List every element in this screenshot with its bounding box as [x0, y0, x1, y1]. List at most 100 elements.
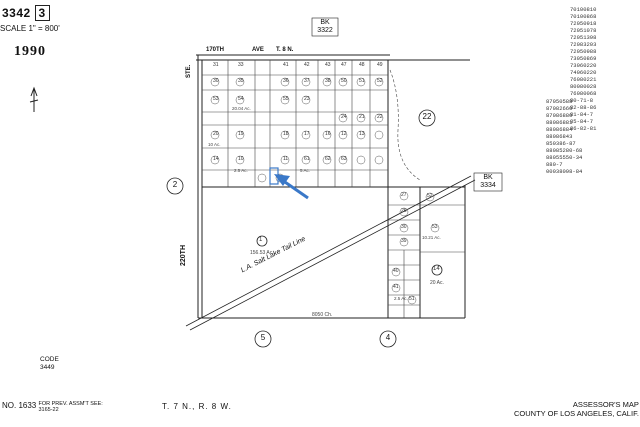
right-parcel-number: 52 — [427, 193, 433, 199]
revision-note: 70100810 — [570, 6, 597, 13]
parcel-number-14: 14 — [433, 266, 440, 272]
grid-parcel-number: 30 — [213, 78, 219, 84]
prev-assessment-block: FOR PREV. ASSM'T SEE: 3165-22 — [38, 401, 102, 413]
revision-note: 76080068 — [570, 90, 597, 97]
grid-parcel-number: 16 — [325, 131, 331, 137]
map-year: 1990 — [14, 44, 46, 59]
revision-note: 72083203 — [570, 41, 597, 48]
grid-parcel-number: 53 — [213, 96, 219, 102]
grid-acre-label: 2.5 Ac. — [234, 168, 248, 173]
bk-box-3322 — [311, 17, 339, 37]
revision-note: 88085280-68 — [546, 147, 583, 154]
grid-parcel-number: 37 — [304, 78, 310, 84]
revision-note: 73060220 — [570, 62, 597, 69]
grid-parcel-number: 61 — [304, 156, 310, 162]
grid-parcel-number: 63 — [341, 156, 347, 162]
grid-parcel-number: 21 — [359, 114, 365, 120]
grid-parcel-number: 31 — [213, 62, 219, 68]
grid-parcel-number: 33 — [238, 62, 244, 68]
right-parcel-number: 39 — [401, 238, 407, 244]
grid-parcel-number: 10 — [238, 156, 244, 162]
dashed-boundary-curve — [389, 69, 421, 181]
county-name: COUNTY OF LOS ANGELES, CALIF. — [514, 409, 639, 418]
book-number: 3342 — [2, 6, 31, 20]
grid-parcel-number: 62 — [325, 156, 331, 162]
area-code: CODE 3449 — [40, 356, 59, 372]
revision-note: 76080221 — [570, 76, 597, 83]
grid-parcel-number: 41 — [283, 62, 289, 68]
grid-parcel-number: 54 — [238, 96, 244, 102]
bk-box-3334 — [473, 172, 503, 192]
grid-parcel-number: 36 — [283, 78, 289, 84]
revision-note: 81-84-7 — [570, 111, 594, 118]
adjacent-book-number: 3322 — [317, 27, 333, 34]
road-label-ste: STE. — [186, 64, 192, 78]
parcel-circle-1 — [256, 235, 268, 247]
right-parcel-number: 30 — [401, 224, 407, 230]
revision-note: 72051398 — [570, 34, 597, 41]
revision-note: 850386-87 — [546, 140, 576, 147]
grid-acre-label: 10 Ac. — [208, 142, 221, 147]
revision-note: 88086884 — [546, 126, 573, 133]
revision-note: 87050588 — [546, 98, 573, 105]
revision-note: 880-7 — [546, 161, 563, 168]
right-parcel-number: 41 — [393, 284, 399, 290]
section-number-2: 2 — [172, 180, 178, 189]
grid-parcel-number: 19 — [238, 131, 244, 137]
area-code-label: CODE — [40, 356, 59, 363]
grid-parcel-number: 43 — [325, 62, 331, 68]
prev-assessment-ref: 3165-22 — [38, 407, 59, 413]
grid-parcel-number: 18 — [283, 131, 289, 137]
revision-note: 73050869 — [570, 55, 597, 62]
section-number-4: 4 — [385, 333, 391, 342]
grid-parcel-number: 42 — [304, 62, 310, 68]
section-circle-22 — [418, 109, 436, 127]
book-page-header: 3342 3 — [2, 5, 50, 21]
revision-note: 85-84-7 — [570, 118, 594, 125]
grid-parcel-number: 51 — [359, 78, 365, 84]
road-label-ave: AVE — [252, 47, 264, 53]
grid-acre-label: 5 Ac. — [300, 168, 311, 173]
revision-note: 87082660 — [546, 105, 573, 112]
grid-parcel-number: 35 — [238, 78, 244, 84]
revision-note: 88086843 — [546, 133, 573, 140]
section-number-5: 5 — [260, 333, 266, 342]
railroad-line — [185, 175, 476, 331]
adjacent-book-prefix: BK — [320, 19, 330, 26]
grid-parcel-number: 11 — [283, 156, 289, 162]
grid-parcel-number: 47 — [341, 62, 347, 68]
grid-parcel-number: 49 — [377, 62, 383, 68]
revision-note: 70100868 — [570, 13, 597, 20]
section-circle-2 — [166, 177, 184, 195]
revision-note: 87086880 — [546, 112, 573, 119]
revision-note: 72050918 — [570, 20, 597, 27]
grid-parcel-number: 52 — [377, 78, 383, 84]
revision-note: 88086881 — [546, 119, 573, 126]
grid-parcel-number: 22 — [377, 114, 383, 120]
parcel-circle-14 — [431, 264, 443, 276]
area-code-value: 3449 — [40, 364, 55, 371]
section-number-22: 22 — [422, 112, 432, 121]
prev-assessment-label: FOR PREV. ASSM'T SEE: — [38, 401, 103, 407]
road-label-t8n: T. 8 N. — [276, 47, 294, 53]
page-number: 3 — [34, 5, 50, 21]
revision-note: 72051078 — [570, 27, 597, 34]
map-number: NO. 1633 — [2, 401, 37, 410]
right-parcel-number: 53 — [432, 224, 438, 230]
revision-note: 00038098-84 — [546, 168, 583, 175]
location-pointer-arrow — [269, 167, 309, 200]
grid-parcel-number: 38 — [325, 78, 331, 84]
assessor-title-block: ASSESSOR'S MAP COUNTY OF LOS ANGELES, CA… — [514, 400, 639, 418]
grid-parcel-number: 50 — [341, 78, 347, 84]
assessor-title: ASSESSOR'S MAP — [572, 400, 639, 409]
revision-note: 80-71-8 — [570, 97, 594, 104]
revision-note: 80080028 — [570, 83, 597, 90]
section-circle-4 — [379, 330, 397, 348]
map-scale: SCALE 1" = 800' — [0, 24, 60, 33]
grid-parcel-number: 20 — [213, 131, 219, 137]
grid-parcel-number: 23 — [304, 96, 310, 102]
revision-note: 86-82-81 — [570, 125, 597, 132]
adjacent-book-3334: BK 3334 — [474, 174, 502, 190]
